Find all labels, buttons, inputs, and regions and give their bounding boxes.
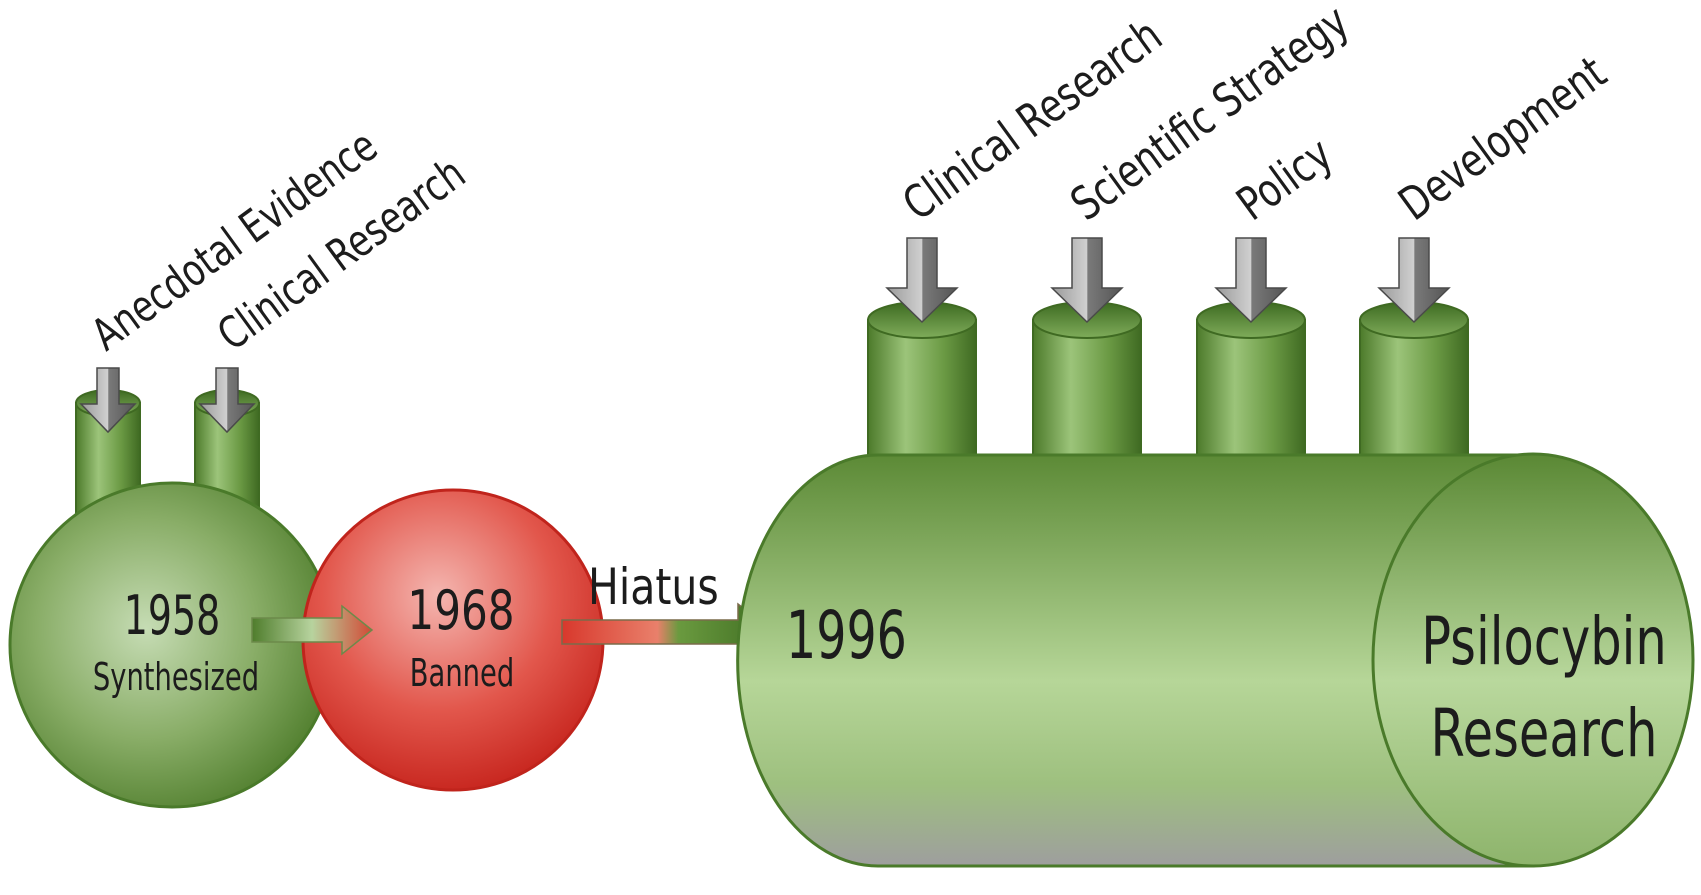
tank-cylinder-2 <box>1032 301 1142 481</box>
input-arrows <box>79 237 1451 434</box>
tank-title-line2: Research <box>1430 695 1657 772</box>
tank-cylinder-4 <box>1359 301 1469 481</box>
down-arrow-icon <box>1214 237 1288 324</box>
tank-title-line1: Psilocybin <box>1421 603 1667 680</box>
bulb-1958-year: 1958 <box>124 585 220 647</box>
tank-end-cap <box>1371 452 1695 868</box>
bulb-1968-caption: Banned <box>410 650 514 695</box>
hiatus-label: Hiatus <box>588 558 719 616</box>
down-arrow-icon <box>1050 237 1124 324</box>
tank-cylinder-3 <box>1196 301 1306 481</box>
tank-cylinder-1 <box>867 301 977 481</box>
bulb-1968-year: 1968 <box>407 580 514 642</box>
input-label-development: Development <box>1389 46 1616 231</box>
bulb-1958 <box>8 389 336 809</box>
bulb-1958-caption: Synthesized <box>93 654 259 699</box>
down-arrow-icon <box>198 367 256 434</box>
down-arrow-icon <box>1377 237 1451 324</box>
arrow-1958-to-1968 <box>251 604 374 656</box>
down-arrow-icon <box>885 237 959 324</box>
tank-body <box>736 453 1535 868</box>
input-label-policy: Policy <box>1227 127 1342 231</box>
down-arrow-icon <box>79 367 137 434</box>
tank-1996-year: 1996 <box>786 597 907 674</box>
tank-1996 <box>736 301 1695 868</box>
